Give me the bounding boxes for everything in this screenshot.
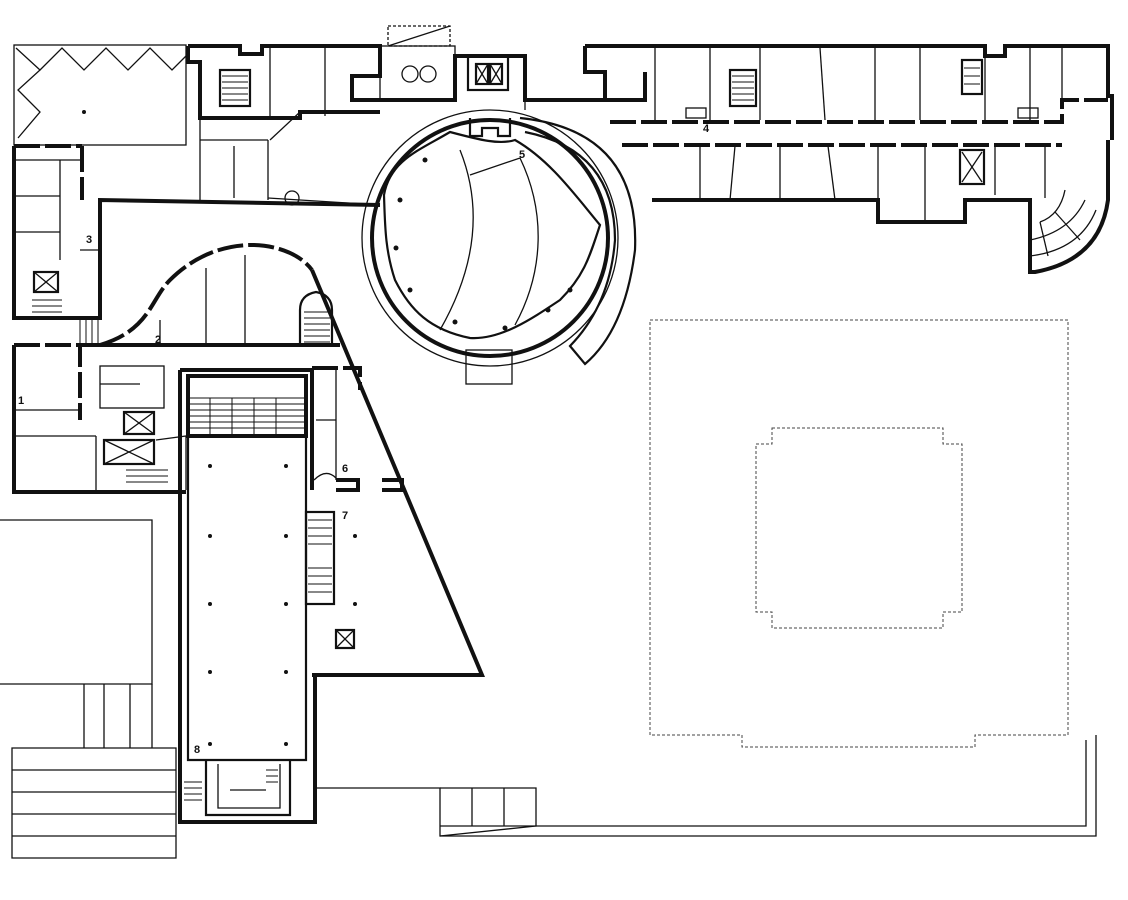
courtyard-zigzag [13, 44, 187, 146]
stair-lower-left [79, 320, 99, 344]
stair-top-right-1 [732, 75, 754, 101]
stair-top-right-2 [964, 67, 980, 85]
left-wing [12, 144, 381, 320]
stair-top-left [222, 75, 248, 101]
stair-arched-hall [304, 311, 330, 343]
room-label-1: 1 [18, 395, 24, 407]
stair-triangular-wing [308, 519, 332, 593]
arched-hall [99, 243, 334, 347]
rotunda [361, 109, 637, 385]
room-label-4: 4 [703, 123, 710, 135]
stair-lower-left-2 [126, 469, 168, 483]
long-hall [178, 368, 317, 824]
room-label-6: 6 [342, 463, 348, 475]
footprint-outer [649, 319, 1069, 748]
bottom-terrace [315, 735, 1097, 837]
footprint-inner [755, 427, 963, 629]
top-wing-left [186, 25, 605, 206]
lower-left-block [12, 320, 340, 494]
stair-long-hall-bottom [184, 769, 278, 801]
stair-left-wing [32, 299, 62, 313]
top-wing-right [583, 44, 1114, 274]
outbuilding-bottom-left [0, 519, 177, 859]
room-label-8: 8 [194, 744, 200, 756]
columns-long-hall [208, 464, 288, 746]
columns-rotunda [393, 157, 573, 331]
room-label-5: 5 [519, 149, 525, 161]
room-label-7: 7 [342, 510, 348, 522]
stair-long-hall [190, 397, 304, 434]
room-labels: 1 2 3 4 5 6 7 8 [18, 123, 710, 756]
room-label-2: 2 [155, 334, 161, 346]
room-label-3: 3 [86, 234, 92, 246]
